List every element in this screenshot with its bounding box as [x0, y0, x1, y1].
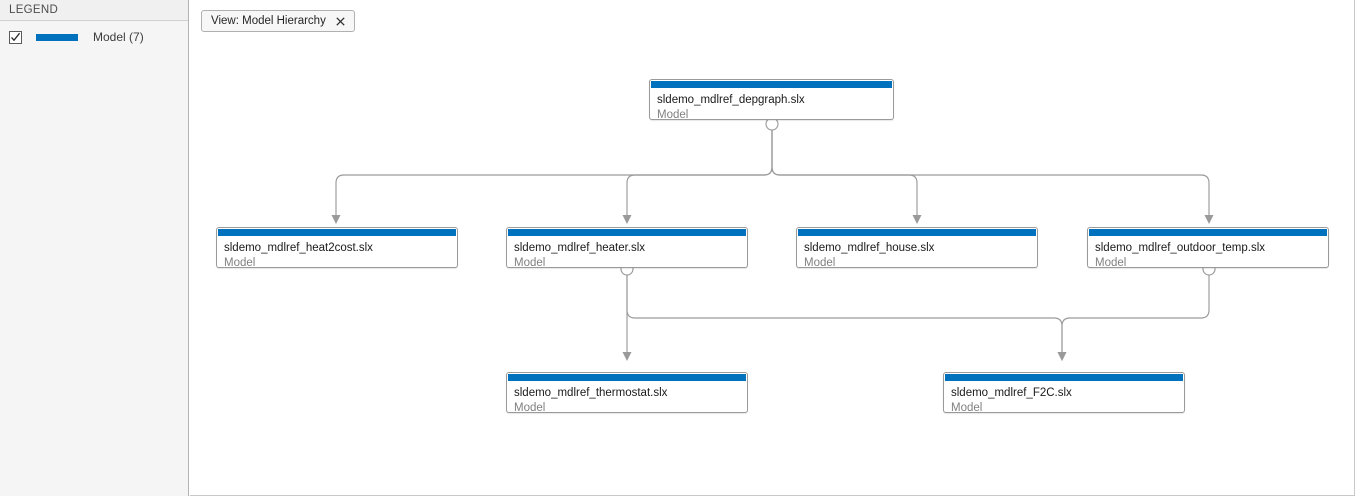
- legend-model-checkbox[interactable]: [9, 30, 22, 44]
- node-subtitle: Model: [514, 257, 546, 268]
- node-title: sldemo_mdlref_house.slx: [804, 242, 935, 254]
- view-tab-label: View: Model Hierarchy: [211, 15, 326, 27]
- graph-node-heat2cost[interactable]: sldemo_mdlref_heat2cost.slx Model: [216, 227, 458, 268]
- graph-node-f2c[interactable]: sldemo_mdlref_F2C.slx Model: [943, 372, 1185, 413]
- node-accent-bar: [651, 81, 892, 88]
- node-title: sldemo_mdlref_depgraph.slx: [657, 94, 805, 106]
- edge-depgraph-house: [771, 130, 922, 224]
- graph-node-thermostat[interactable]: sldemo_mdlref_thermostat.slx Model: [506, 372, 748, 413]
- node-accent-bar: [1089, 229, 1327, 236]
- node-subtitle: Model: [951, 402, 983, 413]
- edge-depgraph-heater: [622, 130, 773, 224]
- node-subtitle: Model: [1095, 257, 1127, 268]
- graph-node-heater[interactable]: sldemo_mdlref_heater.slx Model: [506, 227, 748, 268]
- node-accent-bar: [798, 229, 1036, 236]
- edge-depgraph-heat2cost: [331, 130, 773, 224]
- legend-header: LEGEND: [0, 0, 188, 21]
- node-title: sldemo_mdlref_heater.slx: [514, 242, 646, 254]
- graph-node-outdoor-temp[interactable]: sldemo_mdlref_outdoor_temp.slx Model: [1087, 227, 1329, 268]
- legend-model-label: Model (7): [93, 30, 144, 44]
- legend-item-model[interactable]: Model (7): [0, 25, 188, 49]
- node-accent-bar: [508, 229, 746, 236]
- node-accent-bar: [218, 229, 456, 236]
- close-icon[interactable]: [335, 16, 346, 27]
- node-subtitle: Model: [804, 257, 836, 268]
- edge-depgraph-outdoor-temp: [771, 130, 1214, 224]
- edge-outdoor-temp-f2c: [1057, 275, 1210, 361]
- legend-color-swatch: [36, 33, 78, 41]
- graph-node-depgraph[interactable]: sldemo_mdlref_depgraph.slx Model: [649, 79, 894, 120]
- node-accent-bar: [508, 374, 746, 381]
- checkmark-icon: [11, 32, 21, 41]
- node-title: sldemo_mdlref_thermostat.slx: [514, 387, 668, 399]
- node-accent-bar: [945, 374, 1183, 381]
- graph-canvas[interactable]: View: Model Hierarchy: [190, 0, 1355, 496]
- node-subtitle: Model: [224, 257, 256, 268]
- legend-panel: LEGEND Model (7): [0, 0, 189, 496]
- node-subtitle: Model: [514, 402, 546, 413]
- node-title: sldemo_mdlref_heat2cost.slx: [224, 242, 373, 254]
- edge-heater-f2c: [626, 275, 1067, 361]
- view-tab[interactable]: View: Model Hierarchy: [201, 10, 355, 32]
- node-title: sldemo_mdlref_outdoor_temp.slx: [1095, 242, 1266, 254]
- node-title: sldemo_mdlref_F2C.slx: [951, 387, 1072, 399]
- graph-node-house[interactable]: sldemo_mdlref_house.slx Model: [796, 227, 1038, 268]
- node-subtitle: Model: [657, 109, 689, 120]
